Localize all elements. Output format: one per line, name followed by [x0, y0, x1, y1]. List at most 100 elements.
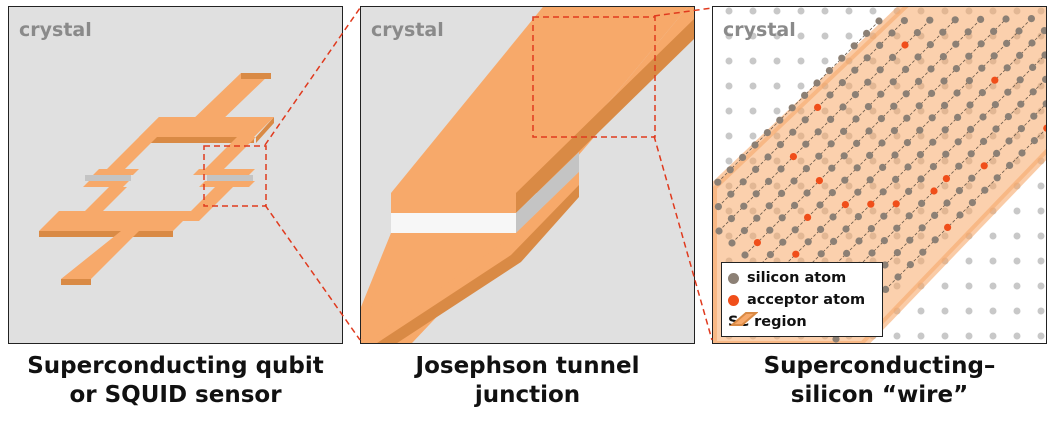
- silicon-atom: [855, 237, 863, 245]
- silicon-atom: [979, 113, 987, 121]
- silicon-atom: [968, 199, 976, 207]
- silicon-atom: [875, 17, 883, 25]
- silicon-atom: [876, 66, 884, 74]
- silicon-atom: [877, 115, 885, 123]
- silicon-atom: [952, 40, 960, 48]
- silicon-atom: [919, 248, 927, 256]
- silicon-atom: [840, 127, 848, 135]
- silicon-atom: [1004, 88, 1012, 96]
- silicon-atom: [741, 251, 749, 259]
- silicon-atom: [740, 227, 748, 235]
- silicon-atom: [838, 79, 846, 87]
- silicon-atom: [1017, 100, 1025, 108]
- silicon-atom: [776, 141, 784, 149]
- silicon-atom: [739, 153, 747, 161]
- silicon-atom: [1018, 149, 1026, 157]
- silicon-atom: [853, 164, 861, 172]
- silicon-atom: [753, 214, 761, 222]
- silicon-atom: [888, 29, 896, 37]
- silicon-atom: [752, 165, 760, 173]
- silicon-atom: [991, 101, 999, 109]
- silicon-atom: [956, 211, 964, 219]
- background-atom: [1037, 307, 1045, 315]
- silicon-atom: [864, 78, 872, 86]
- acceptor-atom: [901, 41, 909, 49]
- acceptor-atom: [792, 250, 800, 258]
- background-atom: [821, 32, 829, 40]
- silicon-atom: [801, 91, 809, 99]
- squid-drawing: [39, 73, 274, 285]
- silicon-atom: [913, 29, 921, 37]
- silicon-atom: [1003, 64, 1011, 72]
- silicon-atom: [778, 214, 786, 222]
- silicon-atom: [980, 137, 988, 145]
- silicon-atom: [1029, 88, 1037, 96]
- silicon-atom: [952, 65, 960, 73]
- legend-acceptor: acceptor atom: [728, 289, 865, 311]
- background-atom: [1013, 257, 1021, 265]
- silicon-atom: [1015, 27, 1023, 35]
- silicon-atom: [879, 188, 887, 196]
- caption-line: Josephson tunnel: [415, 353, 640, 379]
- silicon-atom: [727, 190, 735, 198]
- background-atom: [1037, 182, 1045, 190]
- silicon-atom: [902, 65, 910, 73]
- silicon-atom: [893, 249, 901, 257]
- acceptor-atom: [867, 200, 875, 208]
- silicon-atom: [842, 225, 850, 233]
- background-atom: [989, 282, 997, 290]
- silicon-atom: [868, 249, 876, 257]
- background-atom: [749, 32, 757, 40]
- silicon-atom: [1006, 161, 1014, 169]
- caption-line: junction: [474, 382, 581, 408]
- silicon-atom: [778, 189, 786, 197]
- acceptor-atom: [815, 177, 823, 185]
- sc-region: [713, 7, 1046, 343]
- background-atom: [989, 257, 997, 265]
- silicon-atom: [854, 213, 862, 221]
- background-atom: [773, 32, 781, 40]
- silicon-atom: [803, 189, 811, 197]
- silicon-atom: [900, 17, 908, 25]
- caption-line: Superconducting qubit: [27, 353, 324, 379]
- silicon-atom: [802, 165, 810, 173]
- background-atom: [941, 307, 949, 315]
- squid-loop: [39, 73, 274, 285]
- silicon-atom: [940, 77, 948, 85]
- silicon-atom: [765, 177, 773, 185]
- silicon-atom: [880, 237, 888, 245]
- background-atom: [725, 7, 733, 15]
- silicon-atom: [977, 40, 985, 48]
- silicon-atom: [902, 90, 910, 98]
- lattice-panel: crystal silicon atom acceptor atom SC re…: [712, 6, 1047, 344]
- background-atom: [725, 157, 733, 165]
- silicon-atom: [967, 125, 975, 133]
- silicon-atom: [926, 41, 934, 49]
- silicon-atom: [1004, 113, 1012, 121]
- silicon-atom: [1042, 75, 1046, 83]
- background-atom: [1037, 257, 1045, 265]
- silicon-atom: [866, 176, 874, 184]
- silicon-atom: [815, 152, 823, 160]
- silicon-atom: [1040, 27, 1046, 35]
- silicon-atom: [931, 236, 939, 244]
- silicon-atom: [867, 225, 875, 233]
- silicon-atom: [978, 64, 986, 72]
- silicon-atom: [966, 101, 974, 109]
- silicon-atom: [876, 41, 884, 50]
- silicon-atom: [790, 177, 798, 185]
- silicon-atom: [916, 126, 924, 134]
- silicon-atom: [915, 77, 923, 85]
- acceptor-atom: [930, 187, 938, 195]
- background-atom: [821, 7, 829, 15]
- background-atom: [845, 7, 853, 15]
- silicon-atom: [955, 187, 963, 195]
- background-atom: [1013, 332, 1021, 340]
- silicon-atom: [928, 89, 936, 97]
- silicon-atom: [905, 212, 913, 220]
- silicon-atom: [931, 211, 939, 219]
- top-electrode: [391, 7, 694, 213]
- background-atom: [1037, 207, 1045, 215]
- silicon-atom: [893, 224, 901, 232]
- background-atom: [1037, 232, 1045, 240]
